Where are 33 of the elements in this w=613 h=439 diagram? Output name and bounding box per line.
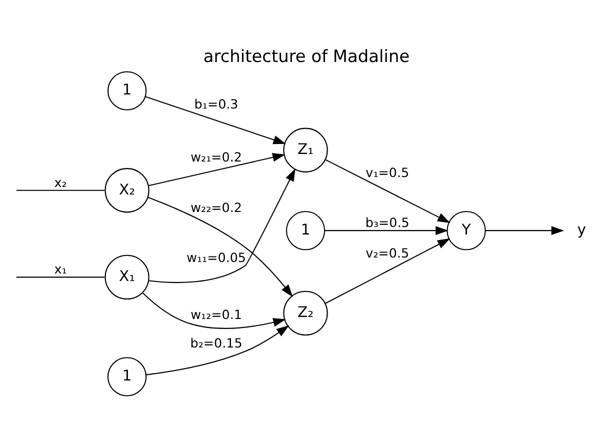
arrow <box>148 196 293 297</box>
edge-label: x₁ <box>54 261 67 276</box>
node-circle: Y <box>446 210 486 250</box>
arrow <box>146 324 290 375</box>
edge-label: x₂ <box>54 174 67 190</box>
node-text: y <box>577 221 586 238</box>
arrow <box>148 152 286 186</box>
edge-label: b₃=0.5 <box>365 214 410 230</box>
node-circle: Z₁ <box>283 127 328 172</box>
diagram-title: architecture of Madaline <box>203 46 410 66</box>
edge-label: b₁=0.3 <box>194 96 238 111</box>
connector <box>16 276 105 278</box>
connector <box>16 189 105 190</box>
arrow <box>142 292 286 328</box>
arrow <box>325 158 450 222</box>
node-circle: X₂ <box>104 168 150 212</box>
node-circle: 1 <box>107 70 147 110</box>
node-circle: 1 <box>107 356 147 396</box>
arrow <box>325 238 450 304</box>
node-circle: Z₂ <box>283 290 328 336</box>
edge-label: w₁₂=0.1 <box>190 306 242 322</box>
edge-label: v₁=0.5 <box>366 164 410 180</box>
edge-label: w₂₁=0.2 <box>190 148 242 164</box>
edge-label: v₂=0.5 <box>366 245 410 260</box>
edge-label: b₂=0.15 <box>190 335 242 350</box>
node-circle: 1 <box>286 210 326 250</box>
edge-label: w₁₁=0.05 <box>186 249 246 264</box>
arrow <box>145 96 286 144</box>
arrow <box>486 226 564 235</box>
edge-label: w₂₂=0.2 <box>190 200 242 215</box>
arrow <box>149 168 296 283</box>
arrow <box>324 226 448 235</box>
node-circle: X₁ <box>104 254 150 300</box>
